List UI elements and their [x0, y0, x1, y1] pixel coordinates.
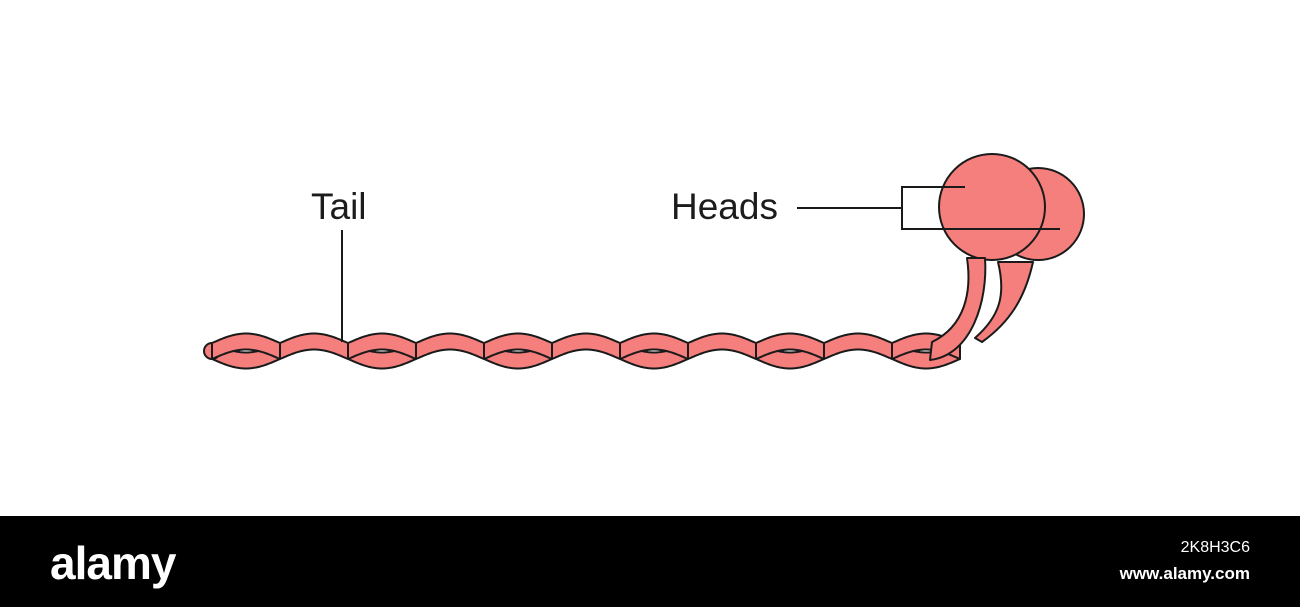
image-id: 2K8H3C6	[1180, 539, 1250, 556]
myosin-diagram	[203, 153, 1085, 370]
watermark-footer: alamy 2K8H3C6 www.alamy.com	[0, 516, 1300, 607]
heads-bracket	[901, 186, 1060, 230]
tail-strand-front-segment	[347, 332, 417, 360]
site-url: www.alamy.com	[1119, 564, 1250, 583]
tail-strand-front	[211, 332, 961, 360]
tail-strand-front-segment	[483, 332, 553, 360]
tail-strand-back-body	[211, 332, 961, 370]
tail-strand-front-segment	[755, 332, 825, 360]
head-neck-back	[974, 261, 1034, 343]
brand-logo: alamy	[50, 537, 176, 589]
heads-label: Heads	[671, 186, 778, 227]
tail-strand-back	[203, 332, 961, 370]
tail-label: Tail	[311, 186, 367, 227]
head-front	[938, 153, 1046, 261]
tail-strand-front-segment	[211, 332, 281, 360]
tail-strand-front-segment	[619, 332, 689, 360]
head-neck-front	[929, 257, 987, 361]
